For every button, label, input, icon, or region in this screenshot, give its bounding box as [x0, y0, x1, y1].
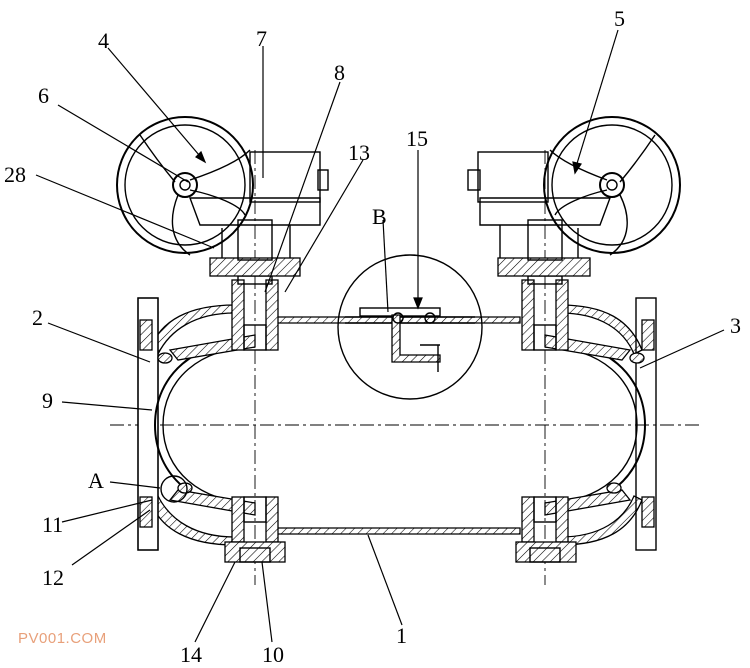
label-detail-a: A: [88, 468, 104, 493]
leader-lines: [35, 29, 725, 643]
label-14: 14: [180, 642, 202, 667]
detail-b-circle: [337, 254, 483, 400]
label-1: 1: [396, 623, 407, 648]
right-lower-neck: [515, 496, 577, 563]
left-lower-neck: [224, 496, 286, 563]
label-5: 5: [614, 6, 625, 31]
label-detail-b: B: [372, 204, 387, 229]
label-28: 28: [4, 162, 26, 187]
label-4: 4: [98, 28, 109, 53]
left-gearbox: [188, 151, 329, 261]
label-12: 12: [42, 565, 64, 590]
label-11: 11: [42, 512, 63, 537]
label-9: 9: [42, 388, 53, 413]
watermark-text: PV001.COM: [18, 630, 107, 647]
label-6: 6: [38, 83, 49, 108]
label-13: 13: [348, 140, 370, 165]
label-15: 15: [406, 126, 428, 151]
label-8: 8: [334, 60, 345, 85]
right-upper-neck: [497, 257, 591, 351]
label-7: 7: [256, 26, 267, 51]
left-upper-neck: [209, 257, 301, 351]
label-10: 10: [262, 642, 284, 667]
right-gearbox: [467, 151, 612, 261]
label-2: 2: [32, 305, 43, 330]
right-handwheel: [543, 116, 681, 256]
label-3: 3: [730, 313, 741, 338]
left-handwheel: [116, 116, 254, 256]
